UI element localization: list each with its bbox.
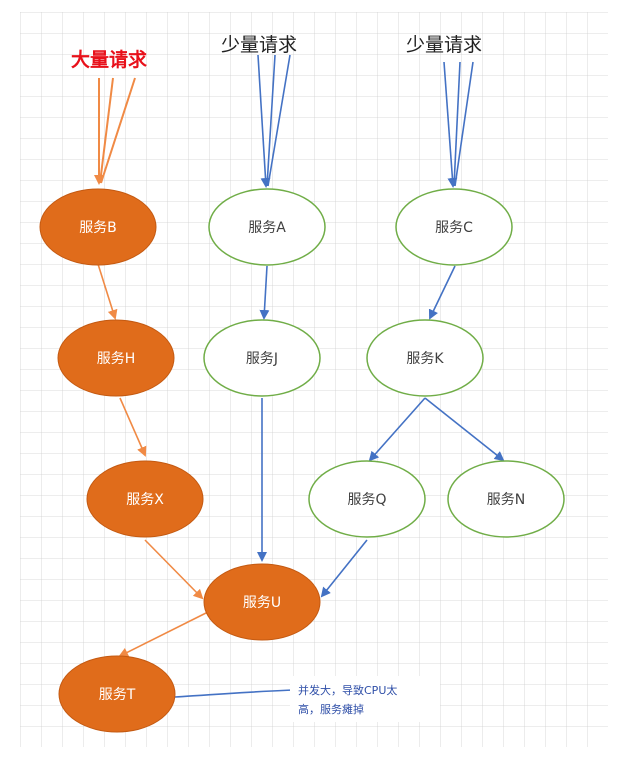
service-u-node: 服务U xyxy=(203,563,321,641)
edge-c-k xyxy=(428,265,456,320)
edge-k-q xyxy=(368,397,426,462)
note-line-1: 并发大，导致CPU太 xyxy=(298,683,397,697)
service-j-label: 服务J xyxy=(246,351,278,367)
service-q-node: 服务Q xyxy=(308,460,426,538)
service-q-label: 服务Q xyxy=(347,492,386,508)
service-b-node: 服务B xyxy=(39,188,157,266)
note-line-2: 高，服务瘫掉 xyxy=(298,702,364,716)
service-j-node: 服务J xyxy=(203,319,321,397)
heavy-request-arrows xyxy=(94,77,136,185)
service-x-node: 服务X xyxy=(86,460,204,538)
edge-x-u xyxy=(144,539,204,600)
service-t-label: 服务T xyxy=(99,687,136,703)
service-k-node: 服务K xyxy=(366,319,484,397)
service-x-label: 服务X xyxy=(126,492,164,508)
edge-a-j xyxy=(259,265,270,320)
service-u-label: 服务U xyxy=(243,595,281,611)
service-n-label: 服务N xyxy=(487,492,525,508)
service-n-node: 服务N xyxy=(447,460,565,538)
service-a-label: 服务A xyxy=(248,220,286,236)
note-background xyxy=(290,676,440,722)
light-request-arrows-a xyxy=(257,54,291,188)
light-request-arrows-c xyxy=(443,61,474,188)
service-h-label: 服务H xyxy=(97,351,136,367)
edge-k-n xyxy=(424,397,505,462)
service-c-node: 服务C xyxy=(395,188,513,266)
service-t-node: 服务T xyxy=(58,655,176,733)
service-a-node: 服务A xyxy=(208,188,326,266)
edge-h-x xyxy=(119,397,147,457)
edge-u-t xyxy=(118,609,213,657)
edge-q-u xyxy=(320,539,368,598)
service-c-label: 服务C xyxy=(435,220,473,236)
orange-edges xyxy=(97,263,213,657)
edge-b-h xyxy=(97,263,118,320)
service-b-label: 服务B xyxy=(79,220,117,236)
heavy-request-label: 大量请求 xyxy=(71,48,148,71)
light-request-label-a: 少量请求 xyxy=(221,34,297,56)
service-h-node: 服务H xyxy=(57,319,175,397)
service-k-label: 服务K xyxy=(406,351,444,367)
light-request-label-c: 少量请求 xyxy=(406,34,482,56)
